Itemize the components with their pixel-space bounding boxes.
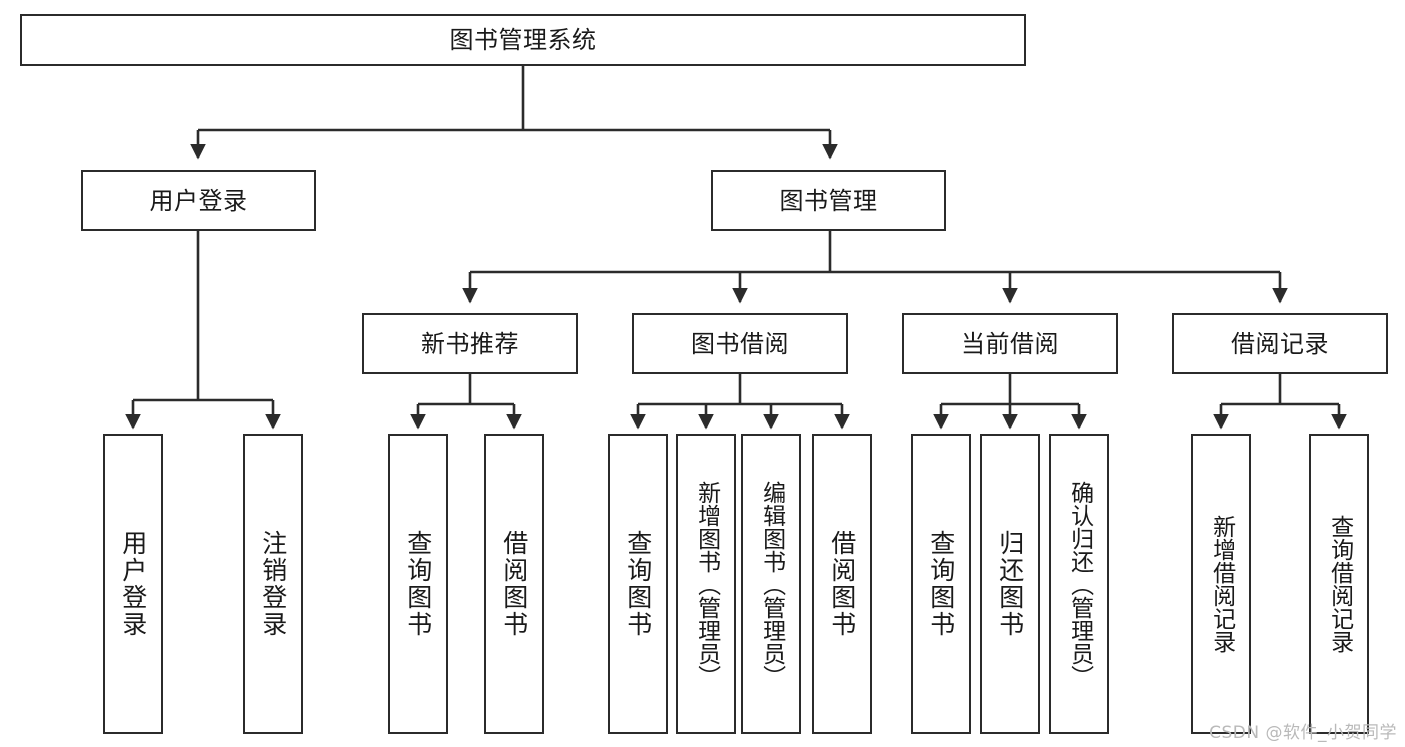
node-root-label: 图书管理系统	[449, 26, 597, 54]
node-book-management-label: 图书管理	[779, 186, 878, 215]
node-leaf-query-book-3[interactable]: 查询图书	[911, 434, 971, 734]
node-leaf-logout-login[interactable]: 注销登录	[243, 434, 303, 734]
node-current-borrow-label: 当前借阅	[961, 329, 1059, 358]
node-leaf-confirm-return-label: 确认归还（管理员）	[1066, 480, 1093, 688]
node-leaf-query-book-2-label: 查询图书	[623, 530, 653, 638]
node-new-book-recommend[interactable]: 新书推荐	[362, 313, 578, 374]
node-leaf-query-book-3-label: 查询图书	[926, 530, 956, 638]
node-leaf-borrow-book-1[interactable]: 借阅图书	[484, 434, 544, 734]
node-leaf-return-book[interactable]: 归还图书	[980, 434, 1040, 734]
node-leaf-confirm-return[interactable]: 确认归还（管理员）	[1049, 434, 1109, 734]
node-user-login-label: 用户登录	[149, 186, 248, 215]
node-user-login[interactable]: 用户登录	[81, 170, 316, 231]
node-leaf-add-book-label: 新增图书（管理员）	[693, 480, 720, 688]
node-leaf-user-login[interactable]: 用户登录	[103, 434, 163, 734]
node-leaf-edit-book-label: 编辑图书（管理员）	[758, 480, 785, 688]
node-current-borrow[interactable]: 当前借阅	[902, 313, 1118, 374]
node-leaf-add-book[interactable]: 新增图书（管理员）	[676, 434, 736, 734]
node-borrow-record-label: 借阅记录	[1231, 329, 1329, 358]
node-leaf-borrow-book-2[interactable]: 借阅图书	[812, 434, 872, 734]
node-borrow-record[interactable]: 借阅记录	[1172, 313, 1388, 374]
node-leaf-query-book-2[interactable]: 查询图书	[608, 434, 668, 734]
node-book-borrow-label: 图书借阅	[691, 329, 789, 358]
node-new-book-recommend-label: 新书推荐	[421, 329, 519, 358]
node-leaf-logout-login-label: 注销登录	[258, 530, 288, 638]
node-leaf-query-record[interactable]: 查询借阅记录	[1309, 434, 1369, 734]
node-leaf-return-book-label: 归还图书	[995, 530, 1025, 638]
node-leaf-add-record[interactable]: 新增借阅记录	[1191, 434, 1251, 734]
watermark-text: CSDN @软件_小贺同学	[1209, 723, 1397, 743]
node-leaf-query-book-1[interactable]: 查询图书	[388, 434, 448, 734]
node-leaf-add-record-label: 新增借阅记录	[1208, 515, 1235, 653]
node-leaf-user-login-label: 用户登录	[118, 530, 148, 638]
node-root[interactable]: 图书管理系统	[20, 14, 1026, 66]
node-leaf-borrow-book-1-label: 借阅图书	[499, 530, 529, 638]
node-book-management[interactable]: 图书管理	[711, 170, 946, 231]
node-leaf-query-record-label: 查询借阅记录	[1326, 515, 1353, 653]
node-leaf-borrow-book-2-label: 借阅图书	[827, 530, 857, 638]
node-leaf-query-book-1-label: 查询图书	[403, 530, 433, 638]
node-book-borrow[interactable]: 图书借阅	[632, 313, 848, 374]
node-leaf-edit-book[interactable]: 编辑图书（管理员）	[741, 434, 801, 734]
